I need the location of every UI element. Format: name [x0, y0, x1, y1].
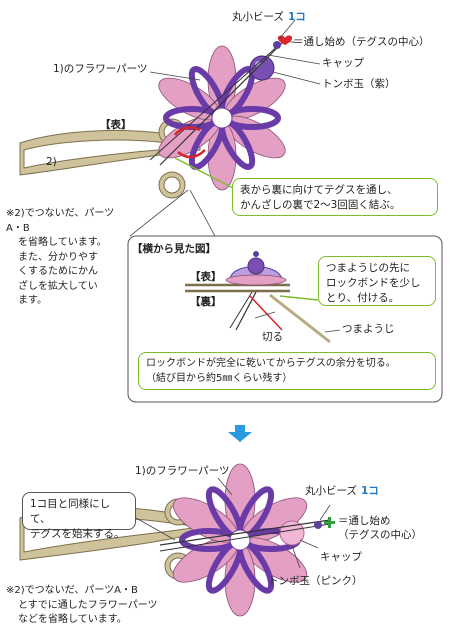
- side-back-label: 【裏】: [190, 296, 222, 308]
- flower-top: [158, 45, 286, 191]
- flower-label-top: 1)のフラワーパーツ: [53, 63, 148, 75]
- side-view-title: 【横から見た図】: [132, 243, 216, 255]
- hairpin-top: [19, 129, 201, 176]
- note-top: ※2)でつないだ、パーツA・B を省略しています。 また、分かりやす くするため…: [6, 208, 115, 306]
- finish-box: 1コ目と同様にして、 テグスを始末する。: [22, 492, 136, 540]
- red-arrows-top: [173, 126, 206, 159]
- thread-start-label-bottom: ＝通し始め （テグスの中心）: [338, 515, 422, 541]
- note-bottom: ※2)でつないだ、パーツA・B とすでに通したフラワーパーツ などを省略していま…: [6, 585, 158, 625]
- instruction-box-top: 表から裏に向けてテグスを通し、 かんざしの裏で2〜3回固く結ぶ。: [232, 178, 438, 216]
- dragonfly-label-bottom: トンボ玉（ピンク）: [268, 575, 363, 587]
- flower-bottom: [172, 463, 308, 617]
- heart-icon: [277, 35, 293, 45]
- toothpick-label: つまようじ: [342, 323, 395, 335]
- part2-label-top: 2): [46, 156, 57, 168]
- thread-start-label-top: ＝通し始め（テグスの中心）: [293, 36, 430, 48]
- flower-label-bottom: 1)のフラワーパーツ: [135, 465, 230, 477]
- side-front-label: 【表】: [190, 271, 222, 283]
- plus-icon: [324, 517, 335, 528]
- side-view-drawing: [185, 251, 331, 344]
- front-label-top: 【表】: [100, 119, 132, 131]
- cap-label-bottom: キャップ: [320, 551, 362, 563]
- tip-box: つまようじの先に ロックボンドを少し とり、付ける。: [318, 256, 436, 306]
- round-bead-bottom: [314, 521, 322, 529]
- cut-label: 切る: [262, 331, 283, 343]
- cut-instruction-box: ロックボンドが完全に乾いてからテグスの余分を切る。 （結び目から約5㎜くらい残す…: [138, 352, 436, 390]
- round-bead-top: [273, 41, 281, 49]
- cap-label-top: キャップ: [322, 57, 364, 69]
- down-arrow-icon: [228, 425, 252, 442]
- dragonfly-label-top: トンボ玉（紫）: [322, 78, 396, 90]
